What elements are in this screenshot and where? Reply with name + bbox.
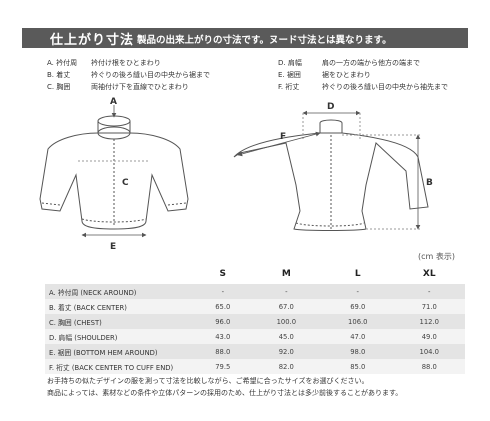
cell-value: - [322, 284, 394, 299]
cell-value: 79.5 [195, 359, 251, 374]
cell-value: 112.0 [393, 314, 465, 329]
definition-desc: 衿付け根をひとまわり [91, 59, 161, 67]
row-label: D. 肩幅 (SHOULDER) [45, 329, 195, 344]
unit-note: (cm 表示) [418, 252, 455, 261]
definition-desc: 衿ぐりの後ろ縫い目の中央から袖先まで [322, 83, 448, 91]
label-b: B [426, 178, 433, 188]
row-label: B. 着丈 (BACK CENTER) [45, 299, 195, 314]
cell-value: 98.0 [322, 344, 394, 359]
definition-desc: 肩の一方の端から他方の端まで [322, 59, 420, 67]
garment-diagram: A C E D F B [39, 97, 433, 252]
definition-d: D. 肩幅 肩の一方の端から他方の端まで [278, 57, 448, 69]
definition-c: C. 胸囲 両袖付け下を直線でひとまわり [47, 81, 210, 93]
cell-value: 85.0 [322, 359, 394, 374]
definition-a: A. 衿付周 衿付け根をひとまわり [47, 57, 210, 69]
cell-value: 104.0 [393, 344, 465, 359]
cell-value: 69.0 [322, 299, 394, 314]
cell-value: - [250, 284, 323, 299]
label-c: C [122, 178, 129, 188]
size-header-l: L [354, 269, 361, 279]
label-a: A [110, 97, 117, 107]
table-row: D. 肩幅 (SHOULDER) 43.0 45.0 47.0 49.0 [45, 329, 465, 344]
cell-value: 71.0 [393, 299, 465, 314]
table-row: E. 裾囲 (BOTTOM HEM AROUND) 88.0 92.0 98.0… [45, 344, 465, 359]
size-table: S M L XL A. 衿付周 (NECK AROUND) - - - - B.… [45, 264, 465, 374]
size-header-row: S M L XL [45, 264, 465, 284]
label-e: E [110, 242, 116, 252]
definition-desc: 裾をひとまわり [322, 71, 371, 79]
definition-desc: 衿ぐりの後ろ縫い目の中央から裾まで [91, 71, 210, 79]
cell-value: - [393, 284, 465, 299]
row-label: E. 裾囲 (BOTTOM HEM AROUND) [45, 344, 195, 359]
cell-value: 106.0 [322, 314, 394, 329]
definition-desc: 両袖付け下を直線でひとまわり [91, 83, 189, 91]
row-label: F. 裄丈 (BACK CENTER TO CUFF END) [45, 359, 195, 374]
title-bar: 仕上がり寸法 製品の出来上がりの寸法です。ヌード寸法とは異なります。 [22, 28, 468, 48]
front-outline [39, 132, 189, 230]
front-left-cuff [41, 202, 61, 206]
cell-value: 49.0 [393, 329, 465, 344]
cell-value: 65.0 [195, 299, 251, 314]
back-hem-band [295, 222, 365, 227]
back-collar [319, 119, 343, 133]
definitions-left: A. 衿付周衿付け根をひとまわり B. 着丈衿ぐりの後ろ縫い目の中央から裾まで … [47, 57, 210, 93]
definition-key: F. 裄丈 [278, 83, 300, 91]
size-header-m: M [281, 269, 291, 279]
definition-key: B. 着丈 [47, 71, 71, 79]
footnote: お手持ちの似たデザインの服を測って寸法を比較しながら、ご希望に合ったサイズをお選… [47, 377, 369, 385]
front-hem-band [81, 218, 147, 223]
definition-key: D. 肩幅 [278, 59, 302, 67]
table-row: C. 胸囲 (CHEST) 96.0 100.0 106.0 112.0 [45, 314, 465, 329]
cell-value: 88.0 [195, 344, 251, 359]
definition-key: A. 衿付周 [47, 59, 78, 67]
header-blank [45, 264, 195, 284]
front-right-cuff [167, 202, 187, 206]
cell-value: 92.0 [250, 344, 323, 359]
cell-value: 45.0 [250, 329, 323, 344]
cell-value: 47.0 [322, 329, 394, 344]
table-row: B. 着丈 (BACK CENTER) 65.0 67.0 69.0 71.0 [45, 299, 465, 314]
row-label: A. 衿付周 (NECK AROUND) [45, 284, 195, 299]
definitions-right: D. 肩幅 肩の一方の端から他方の端まで E. 裾囲 裾をひとまわり F. 裄丈 衿ぐ… [278, 57, 448, 93]
footnotes: お手持ちの似たデザインの服を測って寸法を比較しながら、ご希望に合ったサイズをお選… [47, 375, 402, 399]
size-header-s: S [219, 269, 227, 279]
cell-value: 88.0 [393, 359, 465, 374]
size-header-xl: XL [422, 269, 436, 279]
label-f: F [280, 132, 286, 142]
cell-value: 96.0 [195, 314, 251, 329]
cell-value: 67.0 [250, 299, 323, 314]
cell-value: - [195, 284, 251, 299]
definition-f: F. 裄丈 衿ぐりの後ろ縫い目の中央から袖先まで [278, 81, 448, 93]
cell-value: 82.0 [250, 359, 323, 374]
cell-value: 43.0 [195, 329, 251, 344]
row-label: C. 胸囲 (CHEST) [45, 314, 195, 329]
table-row: A. 衿付周 (NECK AROUND) - - - - [45, 284, 465, 299]
table-row: F. 裄丈 (BACK CENTER TO CUFF END) 79.5 82.… [45, 359, 465, 374]
definition-b: B. 着丈 衿ぐりの後ろ縫い目の中央から裾まで [47, 69, 210, 81]
page-title: 仕上がり寸法 [50, 33, 135, 48]
sleeve-measure-line [237, 131, 321, 157]
back-garment [233, 119, 429, 231]
cell-value: 100.0 [250, 314, 323, 329]
page-subtitle: 製品の出来上がりの寸法です。ヌード寸法とは異なります。 [137, 35, 392, 46]
front-collar-stand [97, 121, 131, 133]
definition-key: C. 胸囲 [47, 83, 71, 91]
label-d: D [327, 102, 334, 112]
front-garment [39, 115, 189, 230]
definition-e: E. 裾囲 裾をひとまわり [278, 69, 448, 81]
definition-key: E. 裾囲 [278, 71, 301, 79]
footnote: 商品によっては、素材などの条件や立体パターンの採用のため、仕上がり寸法とは多少前… [47, 389, 403, 397]
front-collar-top [97, 115, 131, 127]
